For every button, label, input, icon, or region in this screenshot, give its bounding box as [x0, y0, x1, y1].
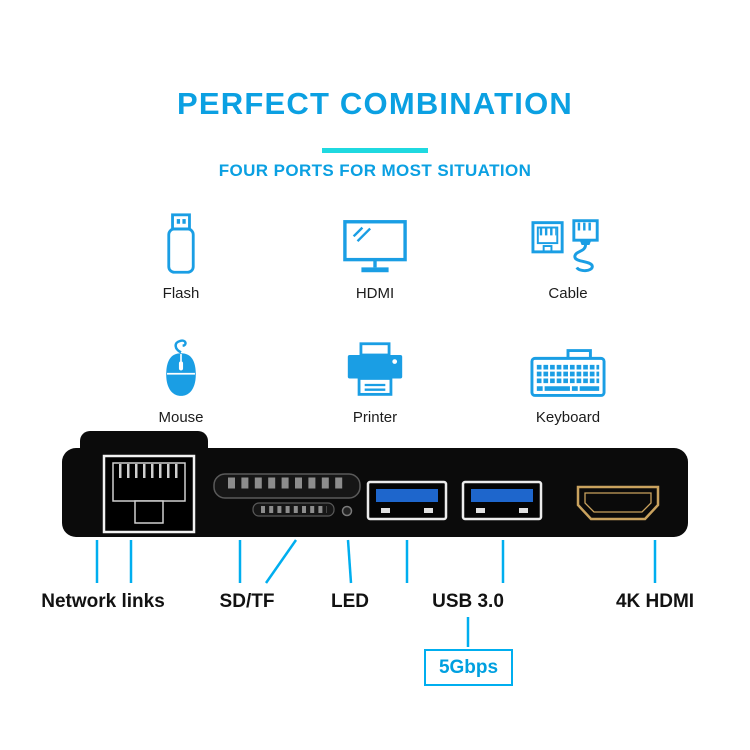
device-item-label: Keyboard	[535, 409, 601, 426]
printer-icon	[345, 336, 405, 400]
port-label-sdtf: SD/TF	[219, 591, 275, 612]
port-label-led: LED	[331, 591, 369, 612]
device-item-printer: Printer	[290, 336, 460, 426]
sd-card-slot	[213, 473, 361, 499]
device-item-label: HDMI	[355, 285, 395, 302]
device-item-label: Printer	[352, 409, 398, 426]
mouse-icon	[158, 336, 204, 400]
tf-card-slot	[252, 502, 335, 517]
page-subtitle: FOUR PORTS FOR MOST SITUATION	[218, 161, 532, 180]
device-item-cable: Cable	[483, 212, 653, 302]
device-item-label: Cable	[548, 285, 588, 302]
device-item-flash: Flash	[96, 212, 266, 302]
tf-callout-line	[264, 539, 298, 584]
device-item-hdmi: HDMI	[290, 212, 460, 302]
device-item-label: Mouse	[158, 409, 204, 426]
accent-underline	[322, 148, 428, 153]
port-label-network: Network links	[41, 591, 165, 612]
callout-lines	[95, 539, 657, 647]
usb-port-1	[366, 480, 448, 521]
ethernet-port	[102, 454, 196, 534]
dock-device-body	[62, 431, 688, 537]
keyboard-icon	[530, 336, 606, 400]
led-indicator	[341, 505, 353, 517]
led-callout-line	[346, 539, 353, 584]
ethernet-cable-icon	[531, 212, 605, 276]
monitor-icon	[342, 212, 408, 276]
device-item-label: Flash	[162, 285, 200, 302]
port-label-usb: USB 3.0	[432, 591, 504, 612]
page-title: PERFECT COMBINATION	[177, 86, 573, 121]
usb-port-2	[461, 480, 543, 521]
device-item-keyboard: Keyboard	[483, 336, 653, 426]
device-item-mouse: Mouse	[96, 336, 266, 426]
usb-flash-drive-icon	[158, 212, 204, 276]
port-label-hdmi: 4K HDMI	[615, 591, 695, 612]
speed-badge: 5Gbps	[424, 649, 513, 686]
hdmi-port	[576, 485, 660, 521]
